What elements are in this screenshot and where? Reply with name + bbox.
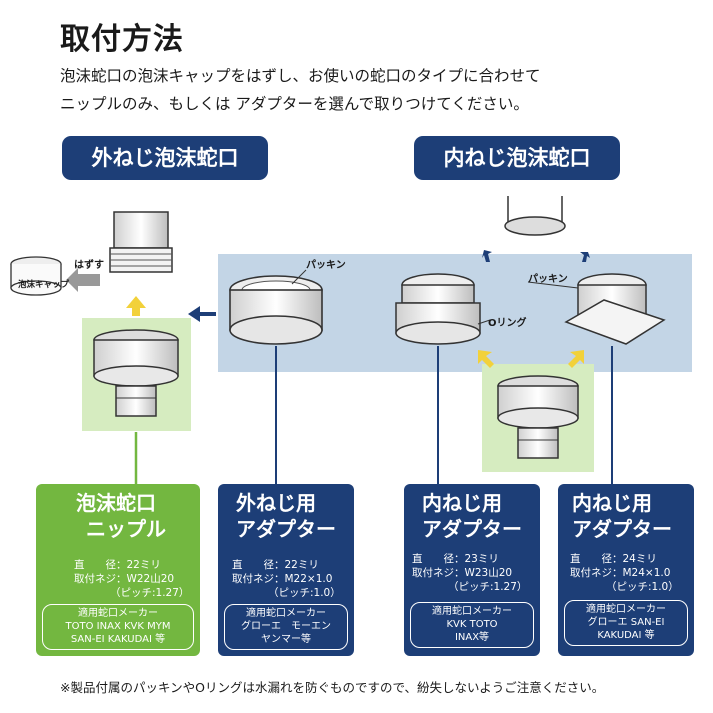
card-spec-diameter: 直 径：22ミリ — [74, 559, 161, 571]
arrow-icon — [482, 250, 492, 262]
arrow-icon — [188, 306, 216, 322]
card-spec-pitch: （ピッチ:1.27） — [448, 581, 528, 593]
card-spec-diameter: 直 径：22ミリ — [232, 559, 319, 571]
card-heading-2: ニップル — [86, 517, 166, 541]
card-heading-1: 内ねじ用 — [422, 491, 502, 515]
maker-box: 適用蛇口メーカー グローエ SAN-EI KAKUDAI 等 — [564, 600, 688, 646]
aerator-cap-icon — [10, 256, 62, 296]
card-spec-thread: 取付ネジ：M22×1.0 — [232, 573, 333, 585]
maker-box: 適用蛇口メーカー グローエ モーエン ヤンマー等 — [224, 604, 348, 650]
card-spec-pitch: （ピッチ:1.0） — [268, 587, 341, 599]
oring-label: Oリング — [488, 318, 527, 329]
card-heading-1: 内ねじ用 — [572, 491, 652, 515]
arrow-icon — [478, 350, 494, 368]
maker-line-1: グローエ SAN-EI — [587, 617, 665, 628]
card-spec-thread: 取付ネジ：W22山20 — [74, 573, 175, 585]
maker-line-1: TOTO INAX KVK MYM — [65, 621, 171, 632]
cap-label: 泡沫キャップ — [18, 280, 70, 290]
packing-label-2: パッキン — [528, 274, 568, 285]
maker-title: 適用蛇口メーカー — [78, 608, 158, 619]
maker-box: 適用蛇口メーカー KVK TOTO INAX等 — [410, 602, 534, 648]
maker-box: 適用蛇口メーカー TOTO INAX KVK MYM SAN-EI KAKUDA… — [42, 604, 194, 650]
page-title: 取付方法 — [60, 22, 184, 57]
maker-line-2: INAX等 — [454, 632, 490, 643]
nipple-icon — [93, 329, 179, 417]
packing-label-1: パッキン — [306, 260, 346, 271]
intro-line-1: 泡沫蛇口の泡沫キャップをはずし、お使いの蛇口のタイプに合わせて — [60, 67, 541, 85]
nipple-card: 泡沫蛇口 ニップル 直 径：22ミリ 取付ネジ：W22山20 （ピッチ:1.27… — [36, 484, 200, 656]
maker-line-2: ヤンマー等 — [261, 634, 311, 645]
arrow-icon — [568, 350, 584, 368]
maker-title: 適用蛇口メーカー — [586, 604, 666, 615]
maker-line-1: グローエ モーエン — [241, 621, 331, 632]
card-heading-1: 外ねじ用 — [236, 491, 316, 515]
card-spec-diameter: 直 径：23ミリ — [412, 553, 499, 565]
section-inner-thread: 内ねじ泡沫蛇口 — [414, 136, 620, 180]
outer-adapter-card: 外ねじ用 アダプター 直 径：22ミリ 取付ネジ：M22×1.0 （ピッチ:1.… — [218, 484, 354, 656]
section-outer-thread: 外ねじ泡沫蛇口 — [62, 136, 268, 180]
card-heading-2: アダプター — [572, 517, 672, 541]
nipple-icon — [497, 375, 579, 459]
faucet-icon — [109, 211, 173, 273]
card-heading-1: 泡沫蛇口 — [76, 491, 156, 515]
adapter-icon — [395, 273, 481, 345]
card-heading-2: アダプター — [236, 517, 336, 541]
maker-line-1: KVK TOTO — [446, 619, 498, 630]
card-spec-pitch: （ピッチ:1.27） — [110, 587, 190, 599]
card-spec-thread: 取付ネジ：M24×1.0 — [570, 567, 671, 579]
adapter-icon — [229, 275, 323, 345]
maker-line-2: SAN-EI KAKUDAI 等 — [70, 634, 166, 645]
card-spec-thread: 取付ネジ：W23山20 — [412, 567, 513, 579]
arrow-icon — [580, 252, 590, 262]
intro-line-2: ニップルのみ、もしくは アダプターを選んで取りつけてください。 — [60, 95, 529, 113]
adapter-icon — [564, 273, 666, 345]
card-spec-pitch: （ピッチ:1.0） — [606, 581, 679, 593]
aerator-cap-icon — [504, 196, 566, 236]
inner-adapter-card-24: 内ねじ用 アダプター 直 径：24ミリ 取付ネジ：M24×1.0 （ピッチ:1.… — [558, 484, 694, 656]
card-heading-2: アダプター — [422, 517, 522, 541]
maker-title: 適用蛇口メーカー — [432, 606, 512, 617]
arrow-icon — [126, 296, 146, 316]
maker-line-2: KAKUDAI 等 — [597, 630, 655, 641]
footnote: ※製品付属のパッキンやOリングは水漏れを防ぐものですので、紛失しないようご注意く… — [60, 680, 605, 695]
card-spec-diameter: 直 径：24ミリ — [570, 553, 657, 565]
remove-label: はずす — [74, 260, 104, 271]
arrow-icon — [66, 268, 100, 292]
maker-title: 適用蛇口メーカー — [246, 608, 326, 619]
inner-adapter-card-23: 内ねじ用 アダプター 直 径：23ミリ 取付ネジ：W23山20 （ピッチ:1.2… — [404, 484, 540, 656]
